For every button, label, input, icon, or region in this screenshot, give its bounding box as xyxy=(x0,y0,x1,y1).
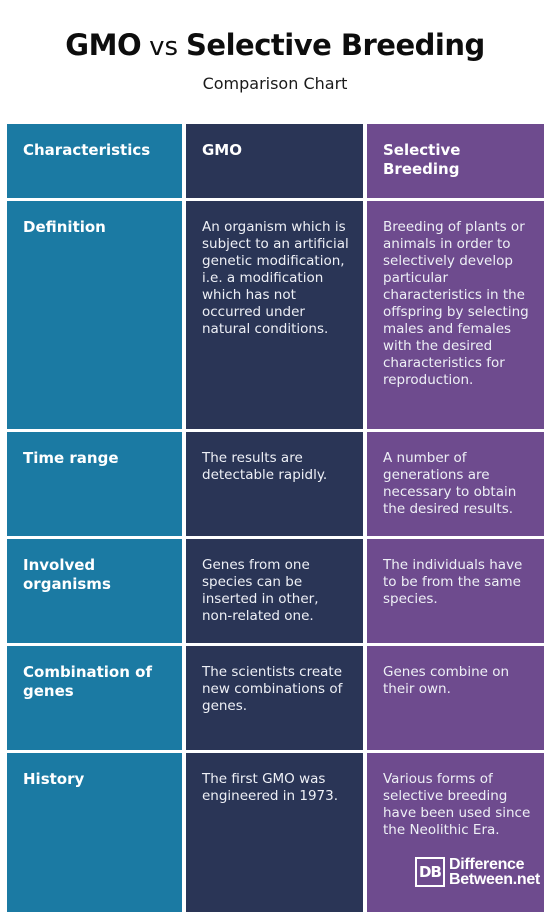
difference-between-logo[interactable]: DB Difference Between.net xyxy=(415,856,540,888)
row-label-combination-of-genes: Combination of genes xyxy=(7,646,182,750)
title-gmo: GMO xyxy=(65,28,142,62)
cell-selective-involved-organisms: The individuals have to be from the same… xyxy=(367,539,544,643)
cell-selective-definition: Breeding of plants or animals in order t… xyxy=(367,201,544,429)
row-label-history: History xyxy=(7,753,182,912)
header-selective-breeding: Selective Breeding xyxy=(367,124,544,198)
cell-gmo-combination-of-genes: The scientists create new combinations o… xyxy=(186,646,363,750)
title-vs: vs xyxy=(149,32,179,62)
cell-selective-combination-of-genes: Genes combine on their own. xyxy=(367,646,544,750)
comparison-table: Characteristics GMO Selective Breeding D… xyxy=(7,124,544,912)
row-label-involved-organisms: Involved organisms xyxy=(7,539,182,643)
cell-gmo-history: The first GMO was engineered in 1973. xyxy=(186,753,363,912)
cell-gmo-time-range: The results are detectable rapidly. xyxy=(186,432,363,536)
db-logo-icon: DB xyxy=(415,857,445,887)
header-gmo: GMO xyxy=(186,124,363,198)
row-label-time-range: Time range xyxy=(7,432,182,536)
title-selective-breeding: Selective Breeding xyxy=(186,28,485,62)
page-subtitle: Comparison Chart xyxy=(202,74,348,93)
row-label-definition: Definition xyxy=(7,201,182,429)
cell-gmo-definition: An organism which is subject to an artif… xyxy=(186,201,363,429)
cell-gmo-involved-organisms: Genes from one species can be inserted i… xyxy=(186,539,363,643)
cell-selective-time-range: A number of generations are necessary to… xyxy=(367,432,544,536)
logo-line-1: Difference xyxy=(449,856,525,873)
header-characteristics: Characteristics xyxy=(7,124,182,198)
logo-line-2: Between.net xyxy=(449,871,540,888)
logo-text: Difference Between.net xyxy=(449,856,540,888)
cell-selective-history: Various forms of selective breeding have… xyxy=(367,753,544,912)
